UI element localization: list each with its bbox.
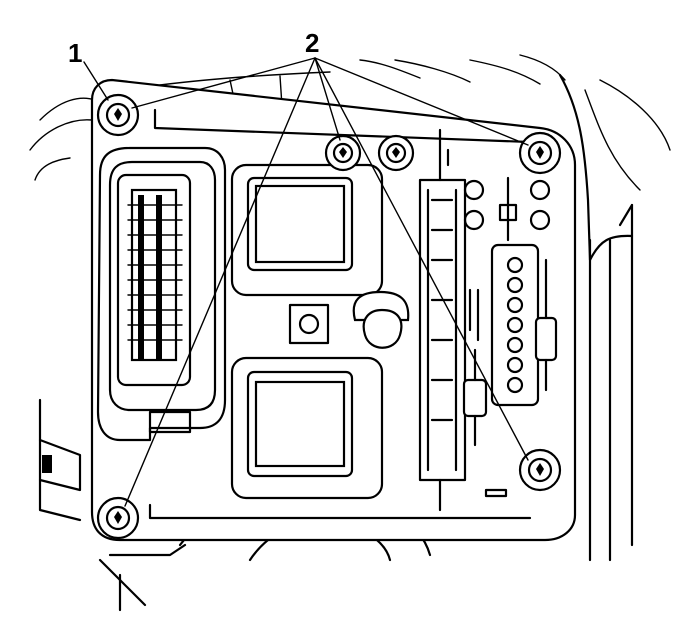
- callout-label-2: 2: [305, 28, 320, 58]
- leader-lines: [83, 57, 529, 507]
- relay-lower: [230, 356, 384, 500]
- leader-2-d: [314, 57, 529, 461]
- mounting-screws: [96, 93, 562, 540]
- leader-2-e: [124, 57, 316, 507]
- rubber-grommet: [352, 290, 410, 349]
- screw-top-left: [96, 93, 140, 137]
- connector-pins: [127, 195, 183, 360]
- leader-1: [83, 61, 109, 101]
- multi-pin-connector: [96, 146, 227, 442]
- leader-2-b: [314, 57, 341, 141]
- screw-top-center: [324, 134, 362, 172]
- leader-2-a: [131, 57, 316, 109]
- screw-top-right: [518, 131, 562, 175]
- screw-bottom-right: [518, 448, 562, 492]
- relay-upper: [230, 163, 384, 297]
- fuse-rail: [418, 128, 467, 512]
- callout-label-1: 1: [68, 38, 83, 68]
- circuit-components: [462, 176, 558, 498]
- screw-top-center-b: [377, 134, 415, 172]
- screw-bottom-left: [96, 496, 140, 540]
- center-terminal: [288, 303, 330, 345]
- leader-2-c: [314, 57, 529, 146]
